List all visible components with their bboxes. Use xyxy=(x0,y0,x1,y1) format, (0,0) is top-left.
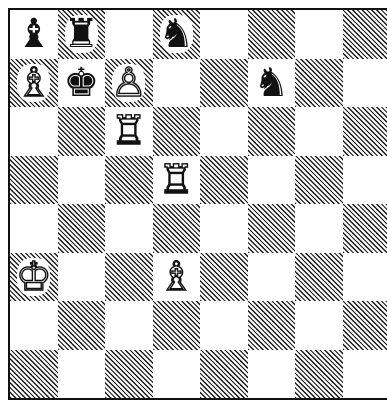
square-a4[interactable] xyxy=(10,204,58,253)
square-d8[interactable]: ♞ xyxy=(153,10,201,59)
black-rook-icon[interactable]: ♜ xyxy=(58,10,106,59)
piece-glyph: ♙ xyxy=(111,63,147,103)
piece-glyph: ♖ xyxy=(158,160,194,200)
white-bishop-icon[interactable]: ♗ xyxy=(10,59,58,108)
square-b7[interactable]: ♚ xyxy=(58,59,106,108)
square-h3[interactable] xyxy=(343,253,387,302)
square-d5[interactable]: ♖ xyxy=(153,156,201,205)
piece-glyph: ♗ xyxy=(16,63,52,103)
white-rook-icon[interactable]: ♖ xyxy=(105,107,153,156)
square-a8[interactable]: ♝ xyxy=(10,10,58,59)
square-g5[interactable] xyxy=(295,156,343,205)
white-rook-icon[interactable]: ♖ xyxy=(153,156,201,205)
square-h2[interactable] xyxy=(343,301,387,350)
square-h4[interactable] xyxy=(343,204,387,253)
square-e8[interactable] xyxy=(200,10,248,59)
black-bishop-icon[interactable]: ♝ xyxy=(10,10,58,59)
square-c5[interactable] xyxy=(105,156,153,205)
square-f2[interactable] xyxy=(248,301,296,350)
piece-glyph: ♔ xyxy=(16,257,52,297)
white-pawn-icon[interactable]: ♙ xyxy=(105,59,153,108)
square-b6[interactable] xyxy=(58,107,106,156)
chess-board: ♝ ♜ ♞ ♗ ♚ ♙ ♞ ♖ ♖ ♔ ♗ xyxy=(8,8,387,400)
square-f5[interactable] xyxy=(248,156,296,205)
square-b1[interactable] xyxy=(58,350,106,399)
piece-glyph: ♞ xyxy=(158,14,194,54)
square-e3[interactable] xyxy=(200,253,248,302)
square-c4[interactable] xyxy=(105,204,153,253)
piece-glyph: ♞ xyxy=(253,63,289,103)
square-d7[interactable] xyxy=(153,59,201,108)
square-g8[interactable] xyxy=(295,10,343,59)
square-a6[interactable] xyxy=(10,107,58,156)
square-c6[interactable]: ♖ xyxy=(105,107,153,156)
square-h6[interactable] xyxy=(343,107,387,156)
square-c7[interactable]: ♙ xyxy=(105,59,153,108)
square-f7[interactable]: ♞ xyxy=(248,59,296,108)
square-c8[interactable] xyxy=(105,10,153,59)
square-g4[interactable] xyxy=(295,204,343,253)
square-b2[interactable] xyxy=(58,301,106,350)
square-b8[interactable]: ♜ xyxy=(58,10,106,59)
piece-glyph: ♗ xyxy=(158,257,194,297)
black-king-icon[interactable]: ♚ xyxy=(58,59,106,108)
square-d4[interactable] xyxy=(153,204,201,253)
square-c3[interactable] xyxy=(105,253,153,302)
square-h8[interactable] xyxy=(343,10,387,59)
square-e7[interactable] xyxy=(200,59,248,108)
white-king-icon[interactable]: ♔ xyxy=(10,253,58,302)
square-e4[interactable] xyxy=(200,204,248,253)
square-e1[interactable] xyxy=(200,350,248,399)
piece-glyph: ♚ xyxy=(63,63,99,103)
square-g2[interactable] xyxy=(295,301,343,350)
square-d1[interactable] xyxy=(153,350,201,399)
square-a5[interactable] xyxy=(10,156,58,205)
square-b3[interactable] xyxy=(58,253,106,302)
square-g7[interactable] xyxy=(295,59,343,108)
square-h1[interactable] xyxy=(343,350,387,399)
piece-glyph: ♜ xyxy=(63,14,99,54)
square-g3[interactable] xyxy=(295,253,343,302)
square-c2[interactable] xyxy=(105,301,153,350)
piece-glyph: ♝ xyxy=(16,14,52,54)
square-d2[interactable] xyxy=(153,301,201,350)
square-a3[interactable]: ♔ xyxy=(10,253,58,302)
square-h5[interactable] xyxy=(343,156,387,205)
square-e6[interactable] xyxy=(200,107,248,156)
black-knight-icon[interactable]: ♞ xyxy=(248,59,296,108)
square-a7[interactable]: ♗ xyxy=(10,59,58,108)
square-f4[interactable] xyxy=(248,204,296,253)
square-g6[interactable] xyxy=(295,107,343,156)
square-h7[interactable] xyxy=(343,59,387,108)
square-f1[interactable] xyxy=(248,350,296,399)
square-b4[interactable] xyxy=(58,204,106,253)
square-e2[interactable] xyxy=(200,301,248,350)
square-f8[interactable] xyxy=(248,10,296,59)
square-b5[interactable] xyxy=(58,156,106,205)
piece-glyph: ♖ xyxy=(111,111,147,151)
square-d3[interactable]: ♗ xyxy=(153,253,201,302)
white-bishop-icon[interactable]: ♗ xyxy=(153,253,201,302)
black-knight-icon[interactable]: ♞ xyxy=(153,10,201,59)
square-a2[interactable] xyxy=(10,301,58,350)
square-c1[interactable] xyxy=(105,350,153,399)
square-a1[interactable] xyxy=(10,350,58,399)
square-g1[interactable] xyxy=(295,350,343,399)
square-f6[interactable] xyxy=(248,107,296,156)
square-f3[interactable] xyxy=(248,253,296,302)
square-e5[interactable] xyxy=(200,156,248,205)
square-d6[interactable] xyxy=(153,107,201,156)
